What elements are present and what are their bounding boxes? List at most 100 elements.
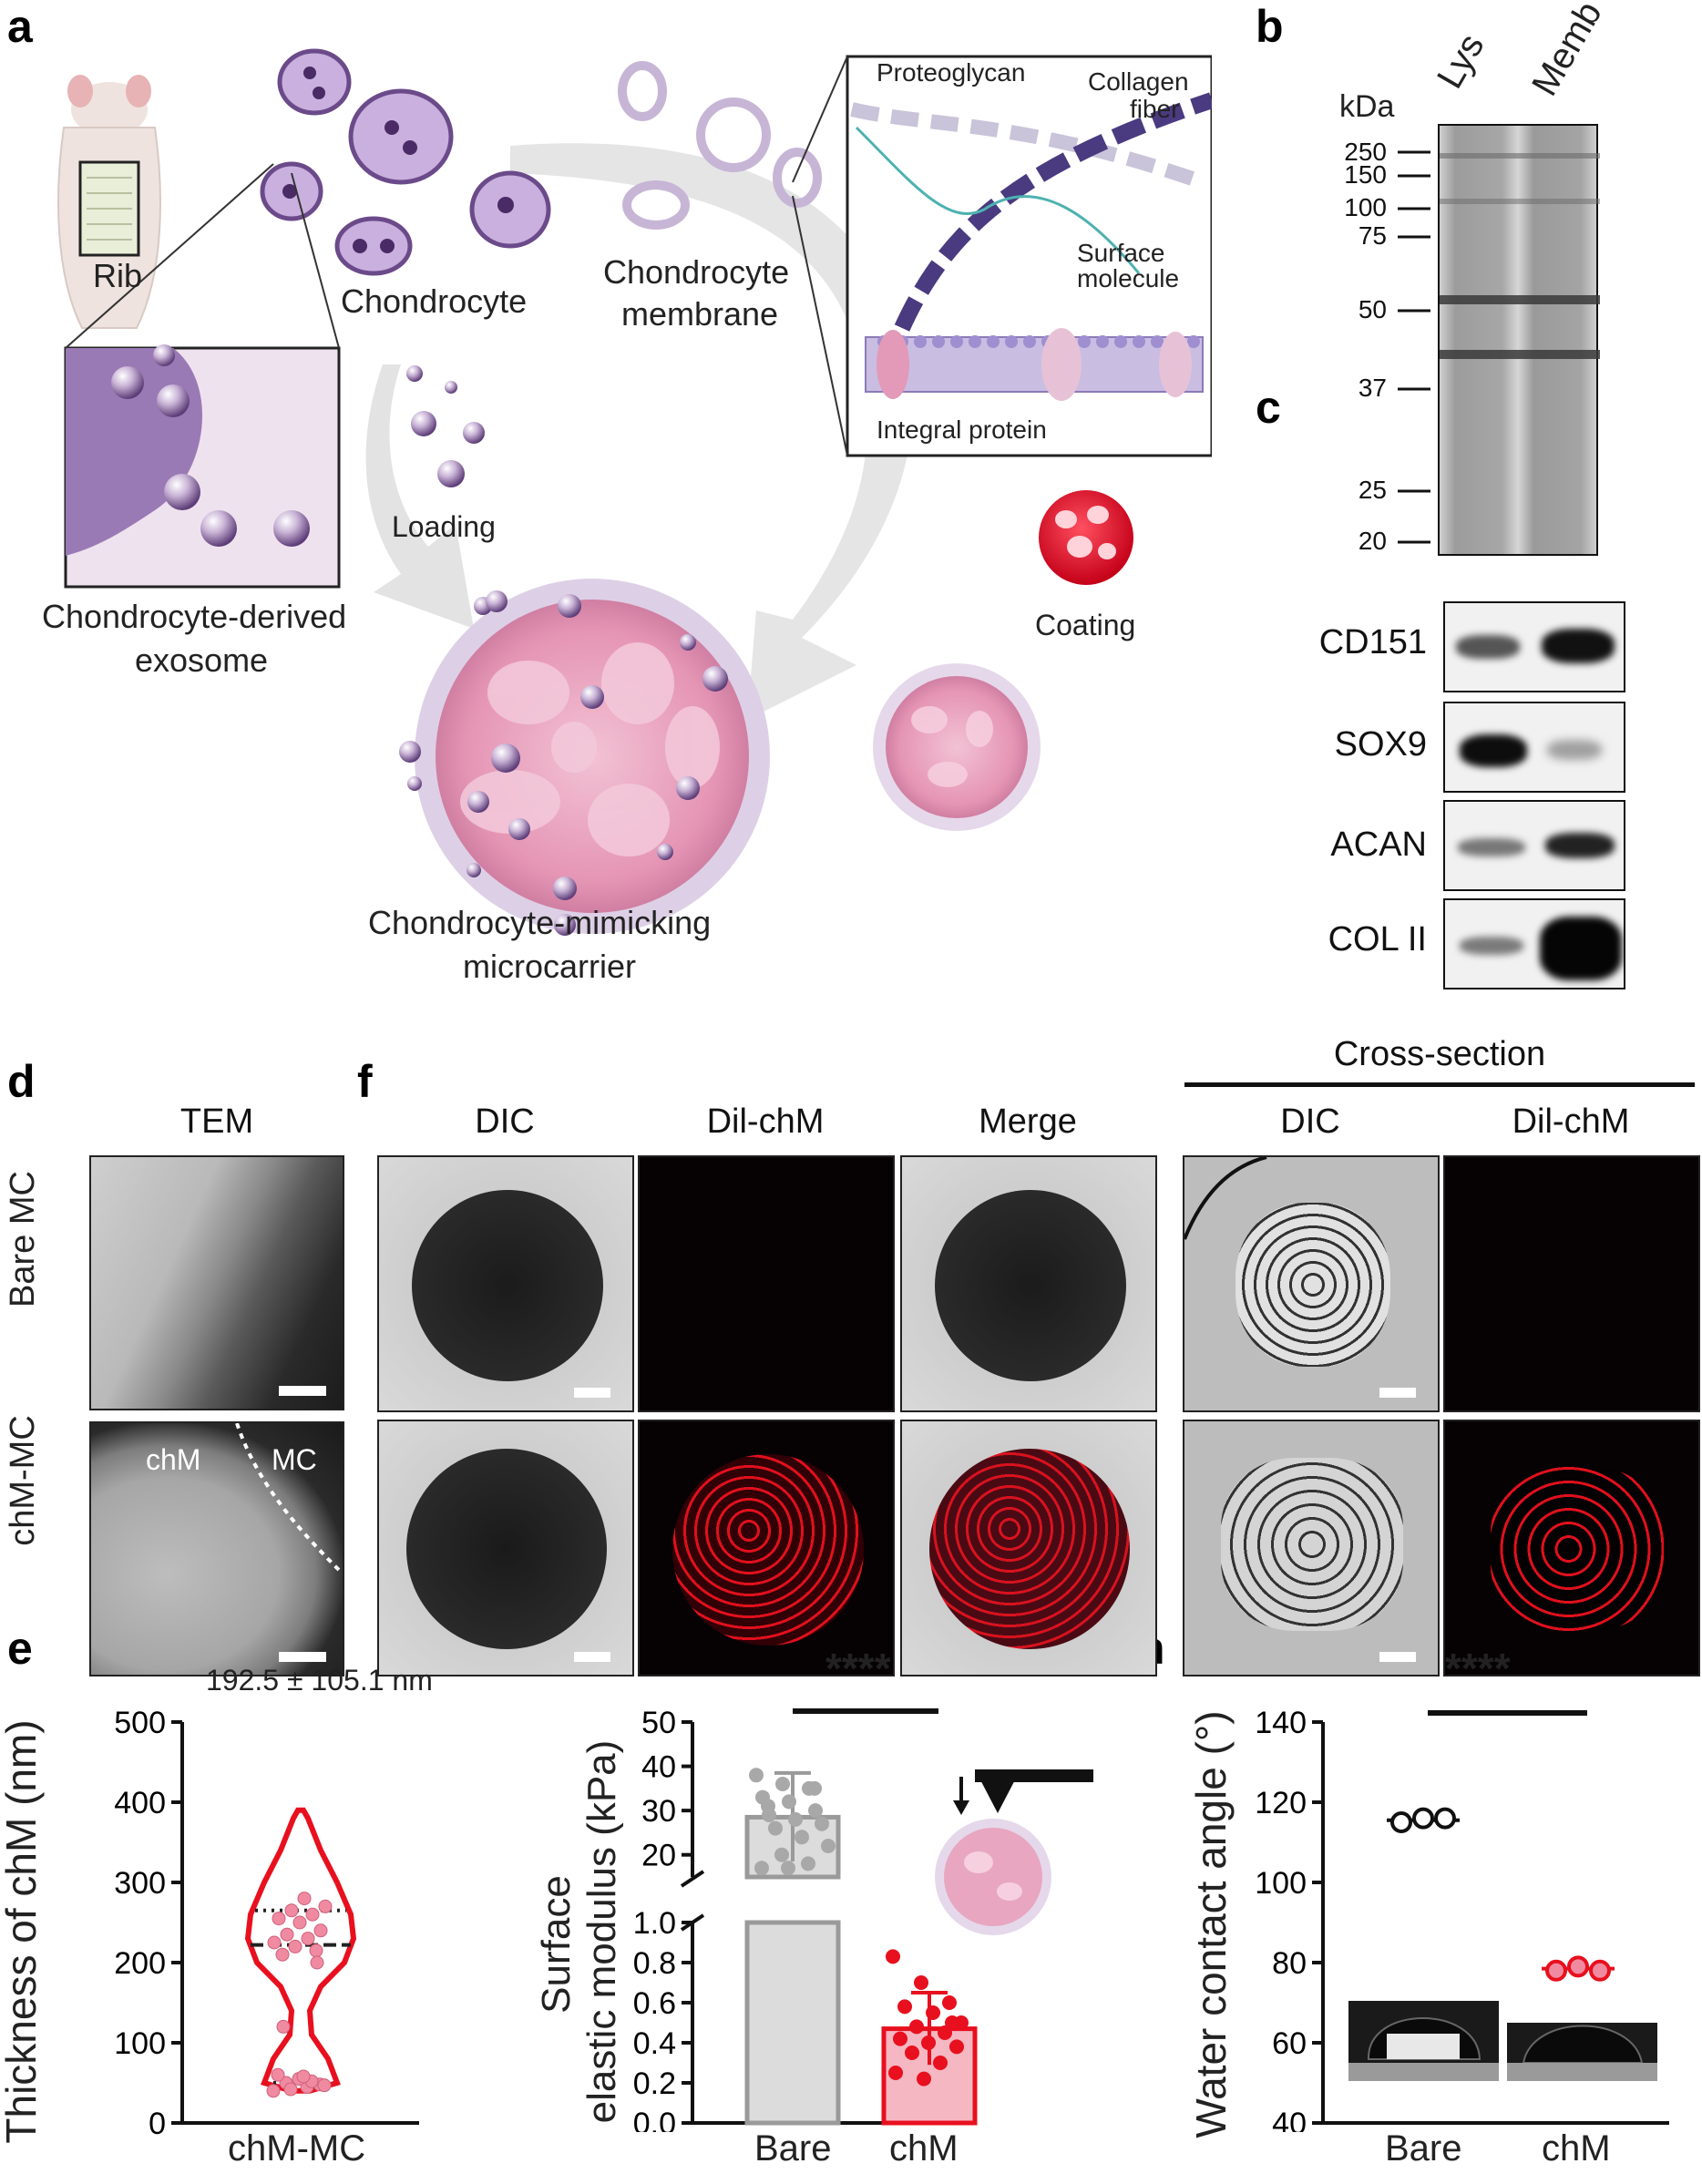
data-point xyxy=(288,1939,302,1953)
y-tick-label: 200 xyxy=(114,1946,166,1981)
data-point xyxy=(267,1935,282,1950)
panel-a-schematic: Rib Chondrocyte Chondrocyte membrane Pro… xyxy=(0,0,1215,1002)
data-point xyxy=(917,2071,931,2087)
y-tick-label: 0.4 xyxy=(633,2026,676,2061)
data-point xyxy=(271,2067,285,2082)
data-point xyxy=(283,2082,298,2097)
data-point xyxy=(292,1915,307,1930)
data-point xyxy=(318,1899,333,1913)
data-point xyxy=(945,2015,959,2030)
data-point xyxy=(272,1912,286,1926)
data-point xyxy=(938,2025,952,2040)
microcarrier-icon xyxy=(964,1851,993,1873)
y-tick-label: 300 xyxy=(114,1866,166,1901)
gel-lane-memb: Memb xyxy=(1524,0,1610,103)
img-cross-dic-bare xyxy=(1183,1155,1440,1412)
data-point xyxy=(310,1955,324,1970)
chondrocyte-cells xyxy=(260,48,551,276)
y-tick-label: 500 xyxy=(114,1706,166,1740)
col-header-dil-chm: Dil-chM xyxy=(706,1102,825,1141)
data-point xyxy=(808,1803,823,1819)
label-microcarrier-2: microcarrier xyxy=(463,948,637,985)
bar-xlabel-chm: chM xyxy=(889,2128,959,2169)
data-point xyxy=(949,2039,964,2055)
label-chm: chM xyxy=(146,1443,201,1476)
bar-ylabel-1: Surface xyxy=(534,1875,579,2014)
bar-significance: **** xyxy=(825,1645,891,1692)
data-point xyxy=(1545,1959,1567,1982)
col-header-dic: DIC xyxy=(475,1102,535,1141)
panel-label-f: f xyxy=(357,1056,373,1107)
img-cross-dil-chm xyxy=(1443,1420,1700,1676)
contact-xlabel-chm: chM xyxy=(1542,2128,1611,2169)
afm-tip xyxy=(975,1769,1020,1813)
data-point xyxy=(1567,1955,1589,1978)
blot-sox9 xyxy=(1443,702,1625,793)
data-point xyxy=(280,1927,294,1942)
data-point xyxy=(801,1856,815,1871)
scale-bar xyxy=(1379,1388,1416,1398)
scale-bar xyxy=(574,1652,610,1662)
row-label-bare-mc: Bare MC xyxy=(4,1171,42,1307)
label-chondrocyte: Chondrocyte xyxy=(341,282,528,320)
contact-significance: **** xyxy=(1445,1645,1511,1692)
data-point xyxy=(297,1892,312,1906)
data-point xyxy=(782,1794,796,1810)
marker-75: 75 xyxy=(1358,221,1387,250)
label-mc: MC xyxy=(272,1443,317,1476)
y-tick-label: 140 xyxy=(1255,1706,1307,1740)
panel-label-d: d xyxy=(7,1056,36,1107)
panel-label-a: a xyxy=(7,1,33,52)
data-point xyxy=(795,1830,809,1845)
droplet-highlight xyxy=(1387,2034,1460,2059)
data-point xyxy=(317,2078,332,2093)
blot-cd151 xyxy=(1443,601,1625,692)
substrate-bare xyxy=(1348,2063,1499,2081)
y-tick-label: 0.6 xyxy=(633,1986,676,2021)
violin-ylabel: Thickness of chM (nm) xyxy=(0,1719,45,2144)
blot-acan xyxy=(1443,800,1625,891)
blot-label-acan: ACAN xyxy=(1330,825,1427,864)
label-surface-1: Surface xyxy=(1077,239,1165,267)
img-dic-bare xyxy=(377,1155,634,1412)
panel-label-b: b xyxy=(1256,1,1284,52)
marker-37: 37 xyxy=(1358,374,1387,402)
blot-label-cd151: CD151 xyxy=(1318,623,1427,661)
y-tick-label: 0 xyxy=(149,2107,166,2141)
y-tick-label: 400 xyxy=(114,1786,166,1820)
img-dil-chm xyxy=(638,1420,895,1676)
label-exosome-2: exosome xyxy=(135,641,269,679)
data-point xyxy=(886,1949,900,1964)
label-membrane-2: membrane xyxy=(621,295,779,333)
data-point xyxy=(807,1780,822,1796)
microcarrier-icon xyxy=(944,1828,1042,1926)
data-point xyxy=(788,1811,803,1827)
membrane-vesicles xyxy=(618,61,822,230)
data-point xyxy=(768,1820,783,1836)
droplet-chm xyxy=(1522,2025,1644,2064)
label-collagen-1: Collagen xyxy=(1088,67,1189,96)
data-point xyxy=(781,1861,795,1876)
data-point xyxy=(284,1903,299,1918)
data-point xyxy=(921,2035,936,2050)
img-merge-chm xyxy=(900,1420,1157,1676)
data-point xyxy=(313,1923,328,1938)
y-tick-label: 120 xyxy=(1255,1786,1307,1820)
data-point xyxy=(1589,1959,1611,1982)
axis-break xyxy=(680,1870,705,1888)
img-merge-bare xyxy=(900,1155,1157,1412)
marker-20: 20 xyxy=(1358,527,1387,555)
marker-250: 250 xyxy=(1344,138,1387,166)
tem-bare-mc xyxy=(89,1155,344,1410)
data-point xyxy=(897,1999,912,2015)
data-point xyxy=(1434,1807,1456,1830)
microcarrier-icon xyxy=(997,1882,1022,1901)
data-point xyxy=(933,2056,948,2070)
y-tick-label: 0.0 xyxy=(633,2107,676,2132)
y-tick-label: 50 xyxy=(641,1706,676,1740)
data-point xyxy=(305,1907,320,1922)
scale-bar xyxy=(279,1386,326,1396)
data-point xyxy=(296,2069,311,2084)
